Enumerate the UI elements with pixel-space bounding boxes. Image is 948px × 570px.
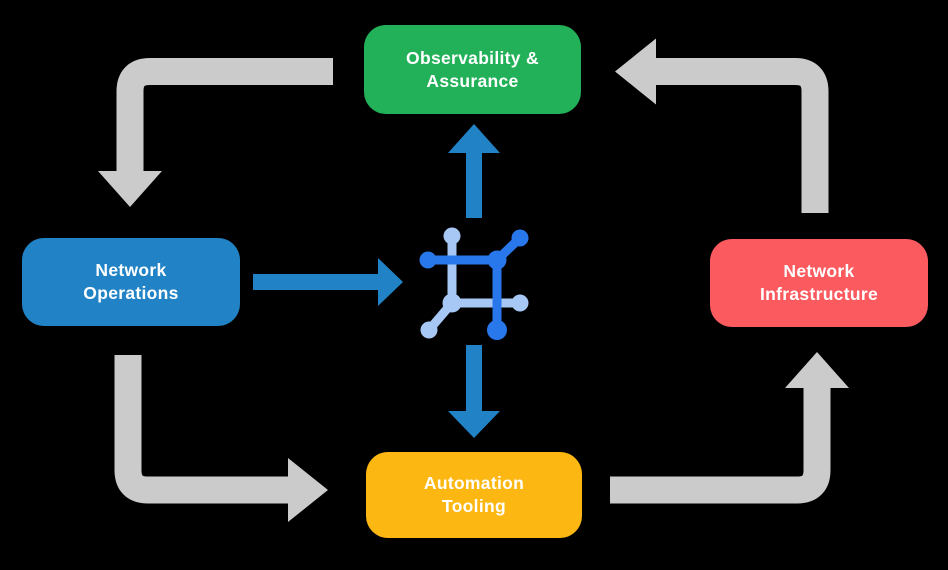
- network-hub-icon: [419, 227, 529, 340]
- arrow-hub-to-automation: [448, 345, 500, 438]
- node-automation-label: Automation Tooling: [423, 473, 525, 516]
- arrow-automation-to-infrastructure: [610, 352, 849, 504]
- arrow-infrastructure-to-observability: [615, 38, 829, 213]
- node-observability: Observability & Assurance: [364, 25, 581, 114]
- node-operations-label: Network Operations: [83, 260, 179, 303]
- network-hub-icon-dark-part: [419, 229, 529, 340]
- node-operations: Network Operations: [22, 238, 240, 326]
- arrow-operations-to-hub: [253, 258, 403, 306]
- arrow-hub-to-observability: [448, 124, 500, 218]
- network-hub-icon-light-part: [420, 227, 529, 339]
- arrow-observability-to-operations: [98, 58, 333, 207]
- node-infrastructure-label: Network Infrastructure: [760, 261, 878, 304]
- arrow-operations-to-automation: [114, 355, 328, 522]
- node-automation: Automation Tooling: [366, 452, 582, 538]
- node-infrastructure: Network Infrastructure: [710, 239, 928, 327]
- node-observability-label: Observability & Assurance: [406, 47, 539, 91]
